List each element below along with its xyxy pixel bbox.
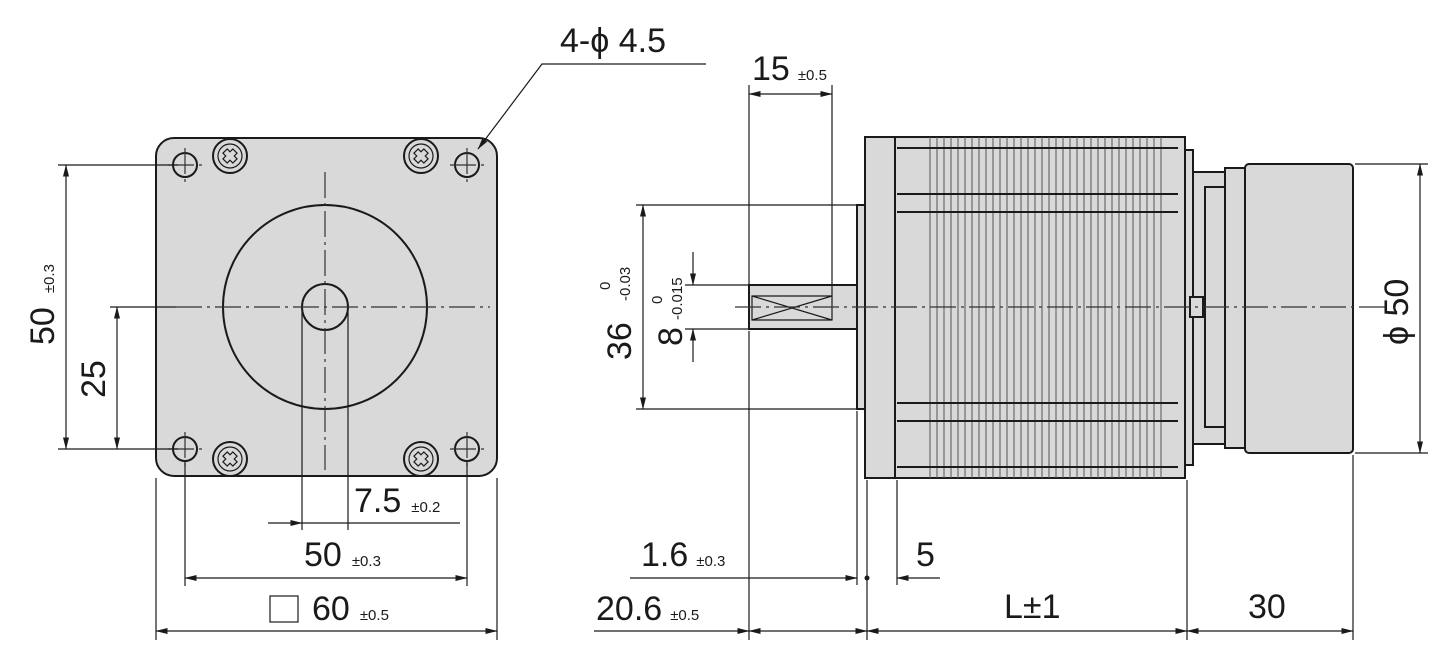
screw-top-right (403, 138, 439, 174)
dim-body-dia: ϕ 50 (1355, 163, 1428, 454)
svg-text:20.6±0.5: 20.6 ±0.5 (596, 590, 699, 628)
pilot-thk-value: 1.6 (641, 536, 688, 574)
shaft-dia-value: 8 (652, 327, 690, 346)
svg-text:7.5±0.2: 7.5 ±0.2 (354, 482, 440, 520)
svg-text:50±0.3: 50 ±0.3 (24, 264, 62, 345)
dim-hole-pitch: 50 ±0.3 (184, 462, 468, 586)
dim-center-height: 25 (75, 306, 176, 450)
flat-length-value: 15 (752, 50, 790, 88)
rear-length-value: 30 (1248, 588, 1286, 626)
tie-rods (897, 147, 1178, 468)
pilot-dia-lower: -0.03 (617, 267, 634, 301)
body-dia-value: ϕ 50 (1378, 279, 1416, 345)
body-length-value: L±1 (1004, 588, 1060, 626)
dim-shaft-dia: 8 0 -0.015 (649, 252, 749, 362)
dim-pilot-dia: 36 0 -0.03 (597, 204, 857, 410)
shaft-flat (751, 295, 833, 321)
svg-text:50±0.3: 50 ±0.3 (304, 536, 381, 574)
screw-top-left (212, 138, 248, 174)
dim-rear-length: 30 (1186, 588, 1354, 634)
rear-ring-inner (1224, 167, 1246, 449)
shaft (748, 284, 860, 330)
cross-screws (212, 138, 439, 477)
hole-callout-label: 4-ϕ 4.5 (560, 22, 666, 60)
shaft-offset-tol: ±0.2 (411, 499, 440, 516)
shaft-length-tol: ±0.5 (670, 607, 699, 624)
screw-bottom-left (212, 441, 248, 477)
hole-callout: 4-ϕ 4.5 (477, 22, 706, 150)
shaft-offset-value: 7.5 (354, 482, 401, 520)
dim-flat-length: 15 ±0.5 (748, 50, 833, 296)
center-height-value: 25 (75, 360, 113, 398)
svg-text:1.6±0.3: 1.6 ±0.3 (641, 536, 725, 574)
flat-length-tol: ±0.5 (798, 67, 827, 84)
hole-pitch-tol: ±0.3 (352, 553, 381, 570)
pilot-dia-upper: 0 (597, 282, 614, 290)
front-height-value: 50 (24, 307, 62, 345)
dim-shaft-length: 20.6 ±0.5 (594, 590, 868, 634)
dim-shaft-offset: 7.5 ±0.2 (268, 312, 460, 530)
flange-value: 60 (312, 590, 350, 628)
square-symbol-icon (269, 595, 299, 623)
dim-flange-size: 60 ±0.5 (155, 478, 498, 640)
hole-pitch-value: 50 (304, 536, 342, 574)
side-view: 15 ±0.5 36 0 -0.03 8 0 -0.015 ϕ 50 (594, 50, 1428, 640)
dim-pilot-thk: 1.6 ±0.3 (630, 536, 870, 581)
flange-tol: ±0.5 (360, 607, 389, 624)
dim-body-length: L±1 (866, 588, 1188, 634)
pilot-thk-tol: ±0.3 (696, 553, 725, 570)
front-view: 4-ϕ 4.5 50 ±0.3 25 7.5 ±0.2 (24, 22, 706, 640)
flange-thk-value: 5 (916, 536, 935, 574)
shaft-dia-upper: 0 (649, 296, 666, 304)
front-height-tol: ±0.3 (41, 264, 58, 293)
shaft-dia-lower: -0.015 (669, 277, 686, 320)
svg-text:15±0.5: 15 ±0.5 (752, 50, 827, 88)
shaft-length-value: 20.6 (596, 590, 662, 628)
pilot-dia-value: 36 (601, 322, 639, 360)
dim-flange-thk: 5 (896, 536, 940, 581)
rear-housing (1244, 163, 1354, 454)
svg-text:60±0.5: 60 ±0.5 (312, 590, 389, 628)
screw-bottom-right (403, 441, 439, 477)
dim-front-height: 50 ±0.3 (24, 164, 178, 450)
